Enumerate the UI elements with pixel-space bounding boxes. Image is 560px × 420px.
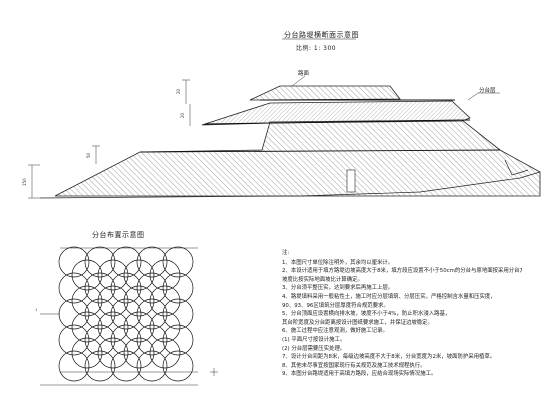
notes-heading: 注: — [282, 250, 290, 256]
layout-circle — [58, 272, 90, 304]
dimension-lines — [28, 79, 191, 199]
roadbed-leader — [291, 75, 306, 87]
layout-circle — [84, 298, 116, 330]
layout-circle — [110, 246, 142, 278]
section-title: 分台路堤横断面示意图 — [284, 31, 359, 39]
embankment-section — [39, 85, 541, 199]
note-line: 其台阶宽度及分台距离按设计图纸要求施工，并保证边坡稳定。 — [282, 319, 433, 326]
layout-circle — [162, 272, 194, 304]
right-ditch — [504, 159, 529, 176]
embankment-top-tier — [249, 85, 401, 101]
layout-circle — [110, 298, 142, 330]
layout-circle — [58, 246, 90, 278]
rubble-leader — [467, 92, 479, 101]
section-scale: 比例: 1: 300 — [296, 45, 337, 52]
layout-circle — [136, 298, 168, 330]
layout-circle — [58, 324, 90, 356]
layout-circle — [110, 272, 142, 304]
layout-circle — [110, 324, 142, 356]
note-line: 1、本图尺寸单位除注明外，其余均以厘米计。 — [282, 259, 394, 266]
plan-side-note: 1 — [35, 308, 37, 312]
drain-box — [346, 169, 356, 193]
layout-circle — [136, 350, 168, 382]
rubble-label: 分台层 — [479, 88, 496, 94]
layout-circle — [58, 298, 90, 330]
note-line: 5、分台顶面应设置横向排水坡，坡度不小于4%，防止积水浸入路基， — [282, 311, 451, 318]
roadbed-label: 路面 — [298, 71, 310, 77]
layout-circle-offset — [149, 337, 181, 369]
layout-circle-offset — [71, 311, 103, 343]
note-line: 90、93、96区填筑分层厚度符合规范要求。 — [282, 302, 389, 309]
layout-circle — [110, 350, 142, 382]
layout-circle — [136, 246, 168, 278]
note-line: 2、本设计适用于填方路堤边坡高度大于8米，填方段应设置不小于50cm的分台与原地… — [282, 268, 522, 275]
embankment-middle-tier — [201, 100, 471, 126]
layout-circle-offset — [123, 259, 155, 291]
layout-circle — [136, 272, 168, 304]
note-line: (1) 平面尺寸按设计施工。 — [282, 336, 346, 343]
ground-line — [39, 171, 541, 199]
layout-circle — [162, 298, 194, 330]
layout-plan-frame — [40, 247, 218, 386]
note-line: 6、施工过程中应注意观测，做好施工记录。 — [282, 328, 388, 335]
layout-circle — [84, 324, 116, 356]
svg-text:150: 150 — [22, 178, 27, 186]
notes-lines: 1、本图尺寸单位除注明外，其余均以厘米计。 2、本设计适用于填方路堤边坡高度大于8… — [282, 259, 522, 379]
note-line: 坡度比按实际地面坡比计算确定。 — [282, 276, 363, 283]
layout-circle-offset — [149, 311, 181, 343]
bench-line-base — [139, 149, 501, 153]
layout-circle-offset — [71, 259, 103, 291]
layout-circle — [136, 324, 168, 356]
svg-text:50: 50 — [86, 152, 91, 158]
note-line: 7、设计分台间距为8米，每级边坡高度不大于8米，分台宽度为2米，坡面防护采用植草… — [282, 354, 496, 361]
layout-circle — [162, 324, 194, 356]
layout-circle-offset — [97, 337, 129, 369]
layout-circle-offset — [97, 259, 129, 291]
note-line: (2) 分台层需要压实处理。 — [282, 345, 346, 352]
layout-circle — [84, 246, 116, 278]
layout-circle-offset — [97, 311, 129, 343]
layout-circle-offset — [149, 285, 181, 317]
layout-circle — [84, 350, 116, 382]
layout-circle-offset — [149, 259, 181, 291]
layout-circle — [84, 272, 116, 304]
circle-grid — [58, 246, 194, 382]
embankment-lower-body — [54, 119, 541, 197]
note-line: 8、其他未尽事宜按国家现行有关规范及施工技术规程执行。 — [282, 362, 426, 369]
layout-circle-offset — [123, 337, 155, 369]
layout-circle-offset — [123, 285, 155, 317]
bench-line-lower — [204, 119, 471, 125]
layout-circle-offset — [97, 285, 129, 317]
note-line: 3、分台须平整压实，达到要求后再施工上层。 — [282, 285, 394, 292]
layout-circle-offset — [123, 311, 155, 343]
note-line: 4、路堤填料采用一般粘性土，施工时应分层填筑、分层压实，严格控制含水量和压实度， — [282, 293, 496, 300]
dimension-text: 20 20 50 150 — [22, 88, 185, 186]
note-line: 9、本图分台路堤适用于高填方路段，应结合现场实际情况施工。 — [282, 371, 437, 378]
layout-circle — [162, 246, 194, 278]
layout-circle-offset — [71, 337, 103, 369]
layout-circle — [58, 350, 90, 382]
notes-block: 注: 1、本图尺寸单位除注明外，其余均以厘米计。 2、本设计适用于填方路堤边坡高度… — [282, 249, 522, 379]
svg-text:20: 20 — [176, 88, 181, 94]
svg-text:20: 20 — [180, 112, 185, 118]
layout-circle — [162, 350, 194, 382]
layout-plan-title: 分台布置示意图 — [92, 231, 145, 239]
layout-circle-offset — [71, 285, 103, 317]
